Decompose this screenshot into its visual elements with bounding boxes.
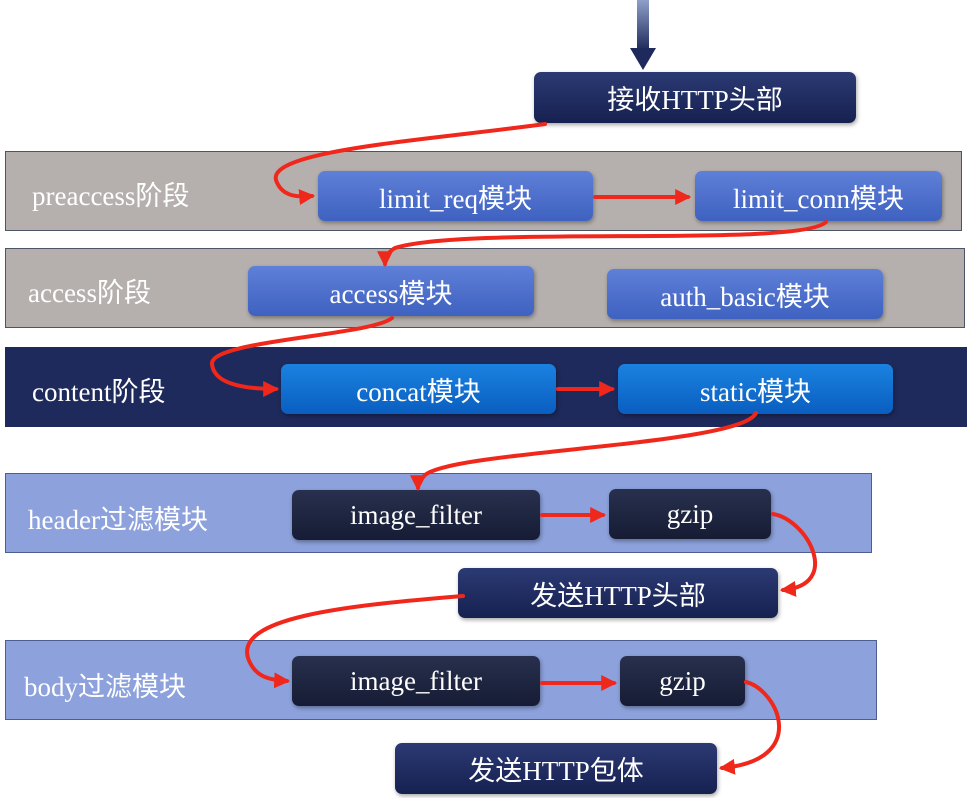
- access-module: access模块: [248, 266, 534, 316]
- body-image-filter-module: image_filter: [292, 656, 540, 706]
- limit-conn-module: limit_conn模块: [695, 171, 942, 221]
- header-gzip-module: gzip: [609, 489, 771, 539]
- body-gzip-module: gzip: [620, 656, 745, 706]
- limit-req-module: limit_req模块: [318, 171, 593, 221]
- send-header-step: 发送HTTP头部: [458, 568, 778, 618]
- send-body-step: 发送HTTP包体: [395, 743, 717, 794]
- body-filter-label: body过滤模块: [24, 672, 186, 702]
- content-phase-label: content阶段: [32, 377, 166, 407]
- static-module: static模块: [618, 364, 893, 414]
- access-phase-label: access阶段: [28, 278, 151, 308]
- preaccess-phase-label: preaccess阶段: [32, 181, 190, 211]
- entry-arrow: [630, 0, 656, 70]
- header-image-filter-module: image_filter: [292, 490, 540, 540]
- auth-basic-module: auth_basic模块: [607, 269, 883, 319]
- header-filter-label: header过滤模块: [28, 505, 208, 535]
- concat-module: concat模块: [281, 364, 556, 414]
- receive-header-step: 接收HTTP头部: [534, 72, 856, 123]
